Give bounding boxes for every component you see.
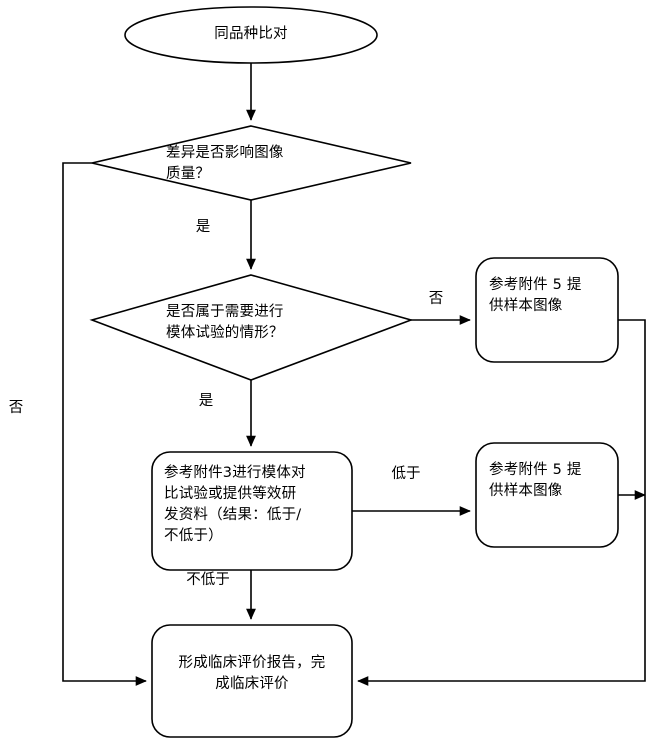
- node-process-report-shape: [151, 624, 353, 738]
- edge-sample-top-to-right-rail: [357, 319, 646, 686]
- node-decision-phantom-test-shape: [89, 274, 414, 381]
- edge-quality-no-to-report: [62, 162, 147, 686]
- node-process-phantom-shape: [151, 451, 353, 571]
- node-process-sample-top-shape: [475, 257, 619, 363]
- node-start-shape: [124, 6, 378, 64]
- node-process-sample-mid-shape: [475, 442, 619, 548]
- node-decision-image-quality-shape: [91, 125, 412, 201]
